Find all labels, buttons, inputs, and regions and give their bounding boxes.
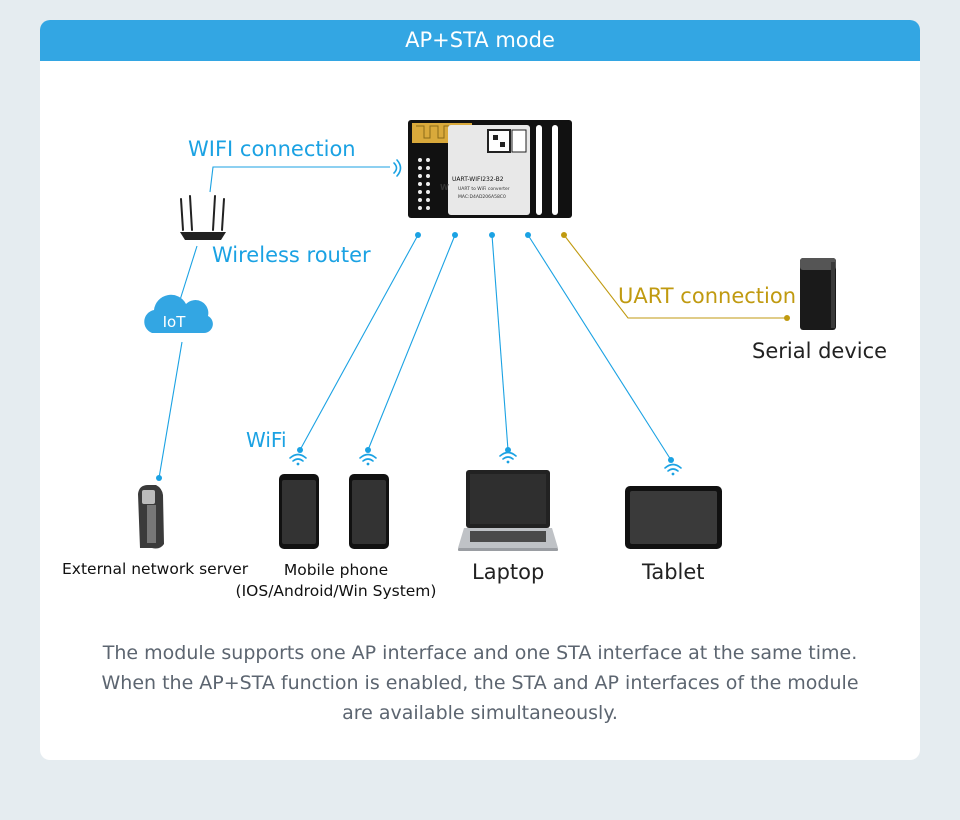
module-to-phone2-line [367,234,456,451]
wifi-signal-icon [289,159,682,476]
router-icon [180,195,226,240]
iot-label: IoT [163,313,187,331]
tablet-label: Tablet [642,560,705,584]
module-to-tablet-line [527,234,672,461]
uart-connection-line [563,234,787,319]
module-model-text: UART-WIFI232-B2 [452,176,504,183]
module-to-phone1-line [299,234,419,451]
description-line-2: When the AP+STA function is enabled, the… [101,672,859,694]
page-title: AP+STA mode [40,20,920,61]
external-server-label: External network server [62,560,249,578]
module-mac-text: MAC:D4AD206A58C0 [458,194,506,200]
laptop-icon [458,470,558,551]
mobile-phone-label: Mobile phone [283,561,389,579]
serial-device-icon [800,258,836,330]
iot-cloud-icon: IoT [144,294,213,333]
wifi-module-image: UART-WIFI232-B2 UART to WiFi converter M… [408,120,572,218]
wireless-router-label: Wireless router [212,243,371,267]
serial-device-label: Serial device [752,339,888,363]
router-to-iot-line [179,245,198,301]
mobile-phone-icon [279,474,389,549]
laptop-label: Laptop [472,560,545,584]
description-line-1: The module supports one AP interface and… [102,642,858,664]
description-line-3: are available simultaneously. [342,702,618,724]
uart-connection-label: UART connection [618,284,797,308]
iot-to-server-line [158,341,183,479]
server-icon [138,485,164,549]
svg-text:W: W [440,183,449,192]
module-subtitle-text: UART to WiFi converter [458,186,510,192]
tablet-icon [625,486,722,549]
wifi-connection-label: WIFI connection [188,137,356,161]
module-to-laptop-line [491,234,509,451]
wifi-label: WiFi [246,428,287,452]
wifi-connection-line [209,166,390,193]
description: The module supports one AP interface and… [40,638,920,728]
mobile-phone-systems-label: (IOS/Android/Win System) [235,582,437,600]
